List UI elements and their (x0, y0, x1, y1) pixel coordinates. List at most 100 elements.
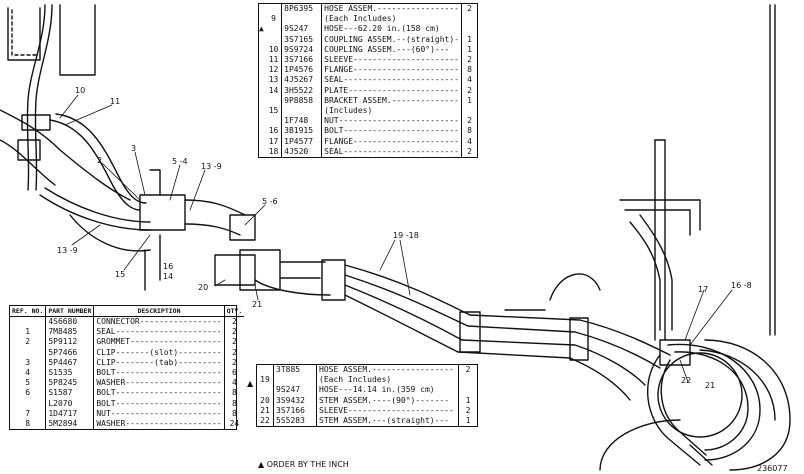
row-part-number: 3T885 (273, 365, 317, 376)
row-qty: 2 (461, 4, 477, 15)
row-ref: 18 (265, 146, 283, 158)
row-description: (Each Includes) (324, 14, 397, 24)
row-ref: 19 (257, 375, 274, 386)
row-description: CONNECTOR----------------- (96, 317, 222, 326)
row-part-number: 9P8858 (281, 95, 323, 107)
row-qty (458, 385, 477, 396)
row-ref: 13 (265, 75, 283, 86)
row-qty: 2 (461, 85, 477, 96)
table-row: 9(Each Includes) (259, 14, 477, 25)
row-description: BOLT---------------------- (96, 398, 222, 408)
row-qty: 8 (223, 398, 245, 409)
row-description: WASHER-------------------- (96, 419, 222, 429)
row-mark (259, 4, 266, 14)
row-description: SLEEVE---------------------- (324, 55, 459, 65)
row-ref (265, 95, 283, 107)
row-mark (259, 147, 266, 157)
row-qty (461, 24, 477, 35)
callout-21: 21 (252, 300, 263, 309)
row-qty: 2 (223, 337, 245, 348)
row-ref: 5 (10, 378, 47, 389)
row-qty (461, 14, 477, 25)
row-qty: 4 (223, 378, 245, 389)
row-description: STEM ASSEM.---(straight)--- (319, 416, 450, 426)
callout-5-4: 5 -4 (172, 157, 188, 166)
row-part-number: 5M2894 (45, 419, 95, 430)
row-ref: 4 (10, 368, 47, 379)
row-ref (265, 34, 283, 45)
header-part: PART NUMBER (45, 306, 95, 317)
callout-2: 2 (97, 156, 103, 165)
callout-14: 14 (163, 272, 174, 281)
row-ref (10, 398, 47, 409)
callout-15: 15 (115, 270, 126, 279)
header-qty: QTY. (223, 306, 245, 317)
row-part-number (281, 106, 323, 117)
row-part-number: 1P4576 (281, 65, 323, 76)
row-ref: 10 (265, 44, 283, 56)
row-mark (259, 96, 266, 106)
row-ref: 12 (265, 65, 283, 76)
row-mark (259, 86, 266, 96)
row-qty: 2 (461, 116, 477, 127)
callout-22: 22 (681, 376, 692, 385)
row-mark (259, 137, 266, 147)
row-qty (458, 375, 477, 386)
callout-11: 11 (110, 97, 121, 106)
row-ref (265, 24, 283, 35)
row-description: CLIP--------(tab)--------- (96, 357, 222, 367)
row-part-number (273, 375, 317, 386)
row-part-number: 1D4717 (45, 408, 95, 420)
row-mark (259, 45, 266, 55)
row-ref (257, 365, 274, 376)
row-description: FLANGE---------------------- (324, 136, 459, 146)
row-ref (265, 116, 283, 127)
row-mark (259, 65, 266, 75)
row-qty: 6 (223, 368, 245, 379)
callout-19-18: 19 -18 (393, 231, 419, 240)
row-part-number: 3S7166 (273, 405, 317, 417)
row-description: PLATE----------------------- (324, 85, 459, 95)
row-part-number: L2070 (45, 398, 95, 409)
row-qty: 1 (458, 416, 477, 427)
callout-13-9-lower: 13 -9 (57, 246, 78, 255)
row-ref (265, 4, 283, 15)
row-description: CLIP-------(slot)--------- (96, 347, 222, 357)
row-qty: 4 (461, 136, 477, 147)
row-description: NUT----------------------- (96, 408, 222, 418)
row-qty: 2 (223, 327, 245, 338)
row-part-number: 9S9724 (281, 44, 323, 56)
callout-leader-lines (59, 94, 733, 383)
row-qty: 2 (461, 55, 477, 66)
row-description: FLANGE---------------------- (324, 65, 459, 75)
table-row: 15(Includes) (259, 106, 477, 117)
footnote-order-by-inch: ▲ ORDER BY THE INCH (258, 460, 349, 469)
row-qty: 8 (223, 408, 245, 420)
row-part-number: 3S7165 (281, 34, 323, 45)
row-description: HOSE ASSEM.----------------- (324, 4, 459, 13)
hose-loop-bottom-right (647, 339, 761, 466)
row-ref (257, 385, 274, 396)
row-ref: 17 (265, 136, 283, 147)
row-qty: 2 (458, 405, 477, 417)
row-qty: 2 (223, 316, 245, 328)
row-qty: 2 (223, 347, 245, 358)
row-part-number: 9S247 (273, 385, 317, 396)
header-description: DESCRIPTION (93, 306, 225, 317)
